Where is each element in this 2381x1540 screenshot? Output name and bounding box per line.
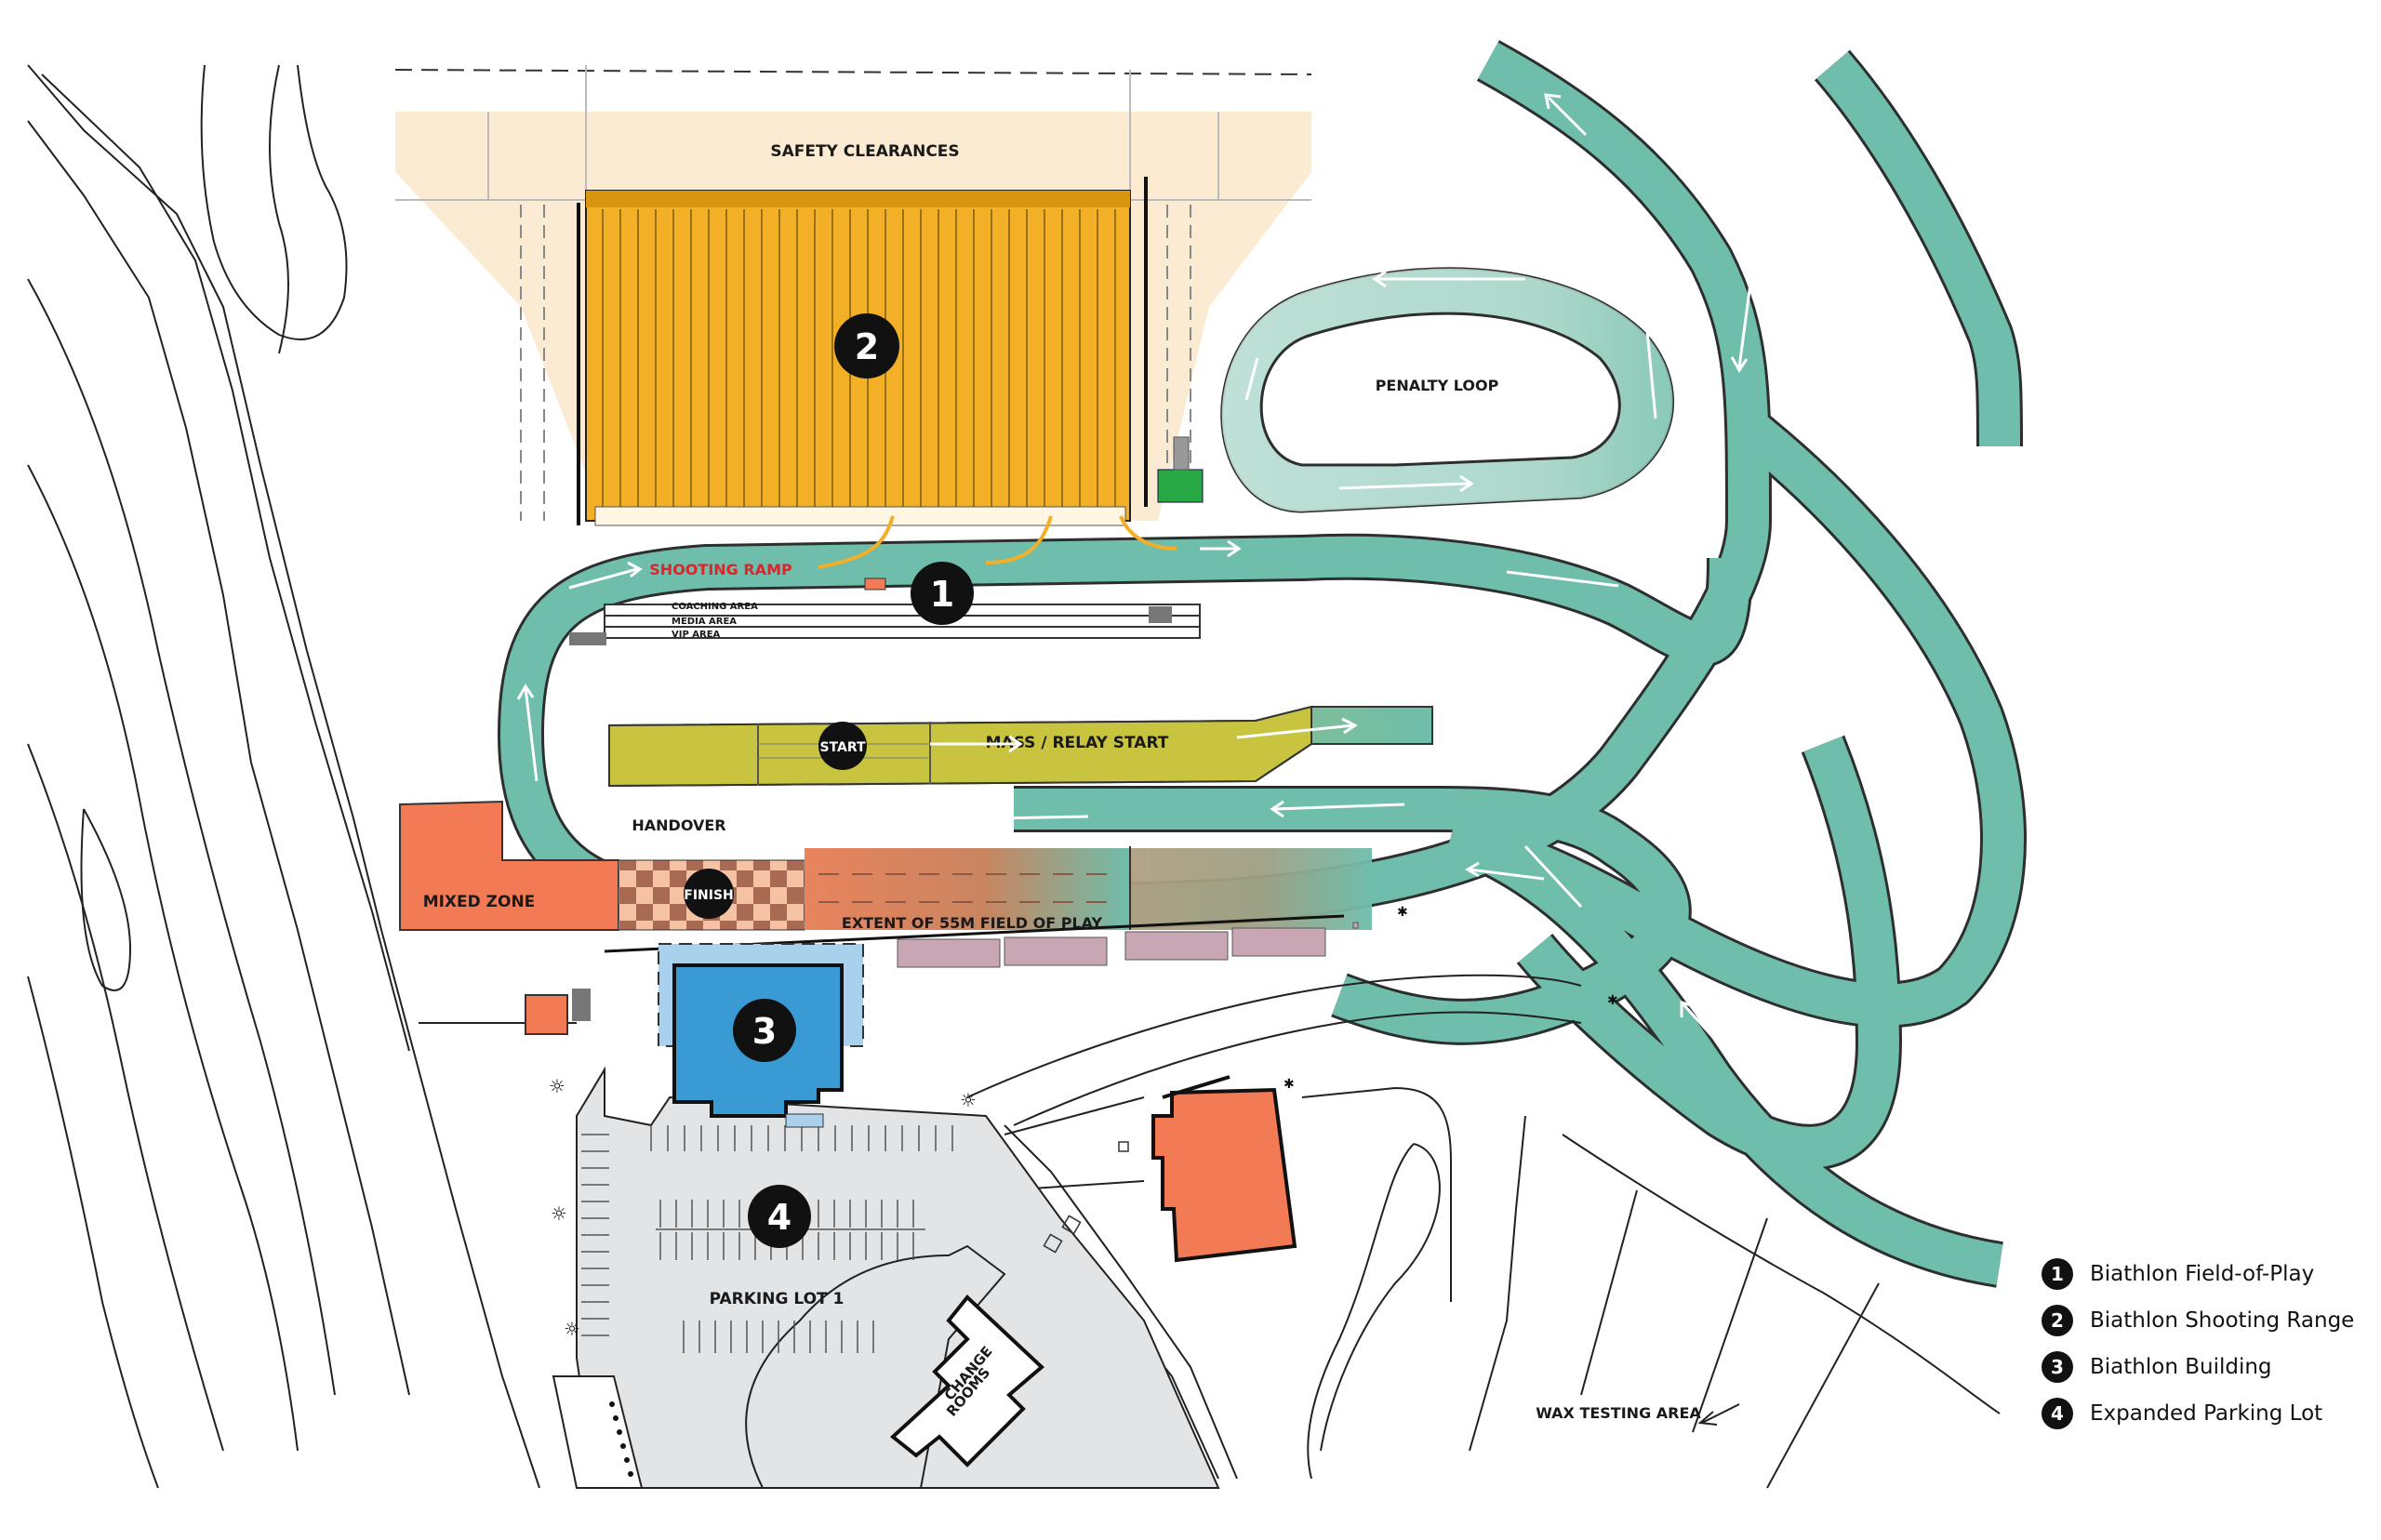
utility-box: [1118, 1141, 1129, 1152]
legend-number: 1: [2042, 1258, 2073, 1290]
grey-post: [572, 989, 591, 1021]
direction-arrows: [516, 93, 1769, 1099]
svg-text:☼: ☼: [564, 1318, 580, 1340]
penalty-loop-label: PENALTY LOOP: [1376, 377, 1499, 394]
start-marker: [818, 722, 867, 770]
shooting-ramp-curves: [818, 515, 1177, 569]
svg-text:3: 3: [752, 1011, 777, 1052]
finish-marker: [684, 869, 734, 919]
shooting-range: [577, 177, 1148, 526]
mixed-zone-finish: FINISH MIXED ZONE: [399, 800, 1372, 931]
svg-text:1: 1: [930, 574, 954, 615]
svg-text:4: 4: [767, 1197, 791, 1238]
legend-label: Biathlon Shooting Range: [2090, 1308, 2355, 1333]
svg-text:☼: ☼: [960, 1089, 977, 1111]
green-hut: [1157, 469, 1204, 503]
terrain-contours: [27, 64, 540, 1489]
light-posts: ☼ ☼ ☼ ☼ ✱ ✱ ✱: [549, 905, 1618, 1340]
vip-area-label: VIP AREA: [672, 630, 721, 640]
legend-number: 3: [2042, 1351, 2073, 1383]
parking-lot: PARKING LOT 1: [576, 1066, 1220, 1489]
parking-lot-label: PARKING LOT 1: [710, 1290, 845, 1308]
legend-item: 4 Expanded Parking Lot: [2042, 1390, 2376, 1437]
coaching-media-vip-areas: COACHING AREA MEDIA AREA VIP AREA: [569, 578, 1201, 645]
marker-2: 2: [834, 313, 899, 378]
media-area-label: MEDIA AREA: [672, 617, 737, 627]
svg-text:☼: ☼: [549, 1075, 565, 1097]
svg-text:✱: ✱: [1284, 1077, 1295, 1092]
utility-box-3: [1043, 1233, 1063, 1254]
handover-label: HANDOVER: [632, 816, 725, 834]
legend-item: 3 Biathlon Building: [2042, 1344, 2376, 1390]
shooting-ramp-label: SHOOTING RAMP: [649, 561, 792, 578]
legend-item: 1 Biathlon Field-of-Play: [2042, 1251, 2376, 1297]
coaching-area-label: COACHING AREA: [672, 602, 758, 612]
map-legend: 1 Biathlon Field-of-Play 2 Biathlon Shoo…: [2042, 1251, 2376, 1437]
bleachers: [897, 922, 1359, 968]
range-post: [1173, 436, 1190, 471]
mass-relay-start-label: MASS / RELAY START: [986, 734, 1169, 752]
utility-box-2: [1061, 1215, 1082, 1235]
marker-3: 3: [733, 999, 796, 1062]
wax-testing-arrow: [1697, 1403, 1740, 1426]
penalty-loop: PENALTY LOOP: [1220, 267, 1674, 513]
svg-text:✱: ✱: [1397, 905, 1408, 920]
svg-text:2: 2: [855, 326, 879, 367]
wax-testing-label: WAX TESTING AREA: [1536, 1404, 1701, 1422]
svg-text:☼: ☼: [551, 1202, 567, 1225]
legend-number: 2: [2042, 1305, 2073, 1336]
start-label: START: [819, 740, 866, 755]
marker-4: 4: [748, 1185, 811, 1248]
legend-label: Biathlon Field-of-Play: [2090, 1262, 2315, 1286]
legend-number: 4: [2042, 1398, 2073, 1429]
lower-left-structure: [552, 1375, 644, 1489]
legend-label: Biathlon Building: [2090, 1355, 2272, 1379]
mass-relay-start-zone: START MASS / RELAY START: [608, 705, 1433, 788]
legend-label: Expanded Parking Lot: [2090, 1401, 2323, 1426]
legend-item: 2 Biathlon Shooting Range: [2042, 1297, 2376, 1344]
mixed-zone-label: MIXED ZONE: [423, 893, 536, 911]
small-orange-hut: [525, 994, 568, 1035]
marker-1: 1: [911, 562, 974, 625]
orange-building: [1151, 1075, 1297, 1263]
svg-text:✱: ✱: [1607, 993, 1618, 1008]
access-roads: [419, 974, 2001, 1489]
safety-clearances-label: SAFETY CLEARANCES: [770, 142, 959, 161]
field-of-play-label: EXTENT OF 55M FIELD OF PLAY: [842, 914, 1103, 932]
finish-label: FINISH: [684, 888, 734, 903]
